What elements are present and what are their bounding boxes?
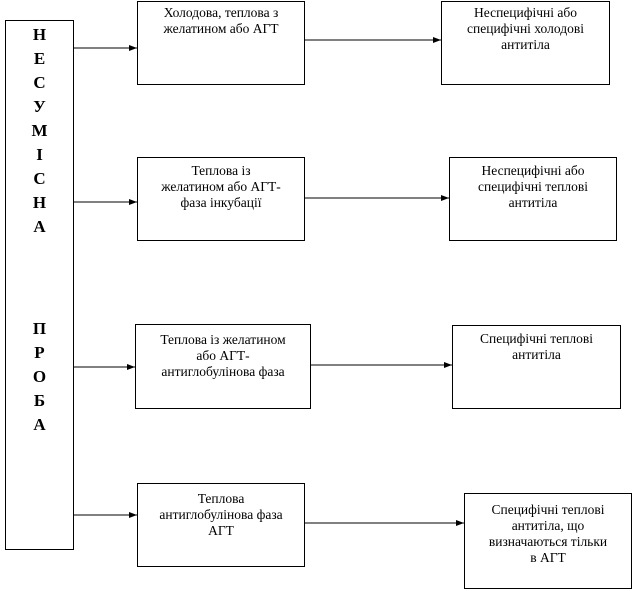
- condition-box-1: Холодова, теплова з желатином або АГТ: [137, 1, 305, 85]
- nesumisna-proba-box: Н Е С У М І С Н А П Р О Б А: [5, 20, 74, 550]
- condition-box-4: Теплова антиглобулінова фаза АГТ: [137, 483, 305, 567]
- result-box-2: Неспецифічні або специфічні теплові анти…: [449, 157, 617, 241]
- nesumisna-label: Н Е С У М І С Н А: [31, 25, 48, 236]
- proba-label: П Р О Б А: [32, 319, 47, 434]
- condition-box-3: Теплова із желатином або АГТ- антиглобул…: [135, 324, 311, 409]
- result-box-4: Специфічні теплові антитіла, що визначаю…: [464, 493, 632, 589]
- condition-box-2: Теплова із желатином або АГТ- фаза інкуб…: [137, 157, 305, 241]
- result-box-1: Неспецифічні або специфічні холодові ант…: [441, 1, 610, 85]
- result-box-3: Специфічні теплові антитіла: [452, 325, 621, 409]
